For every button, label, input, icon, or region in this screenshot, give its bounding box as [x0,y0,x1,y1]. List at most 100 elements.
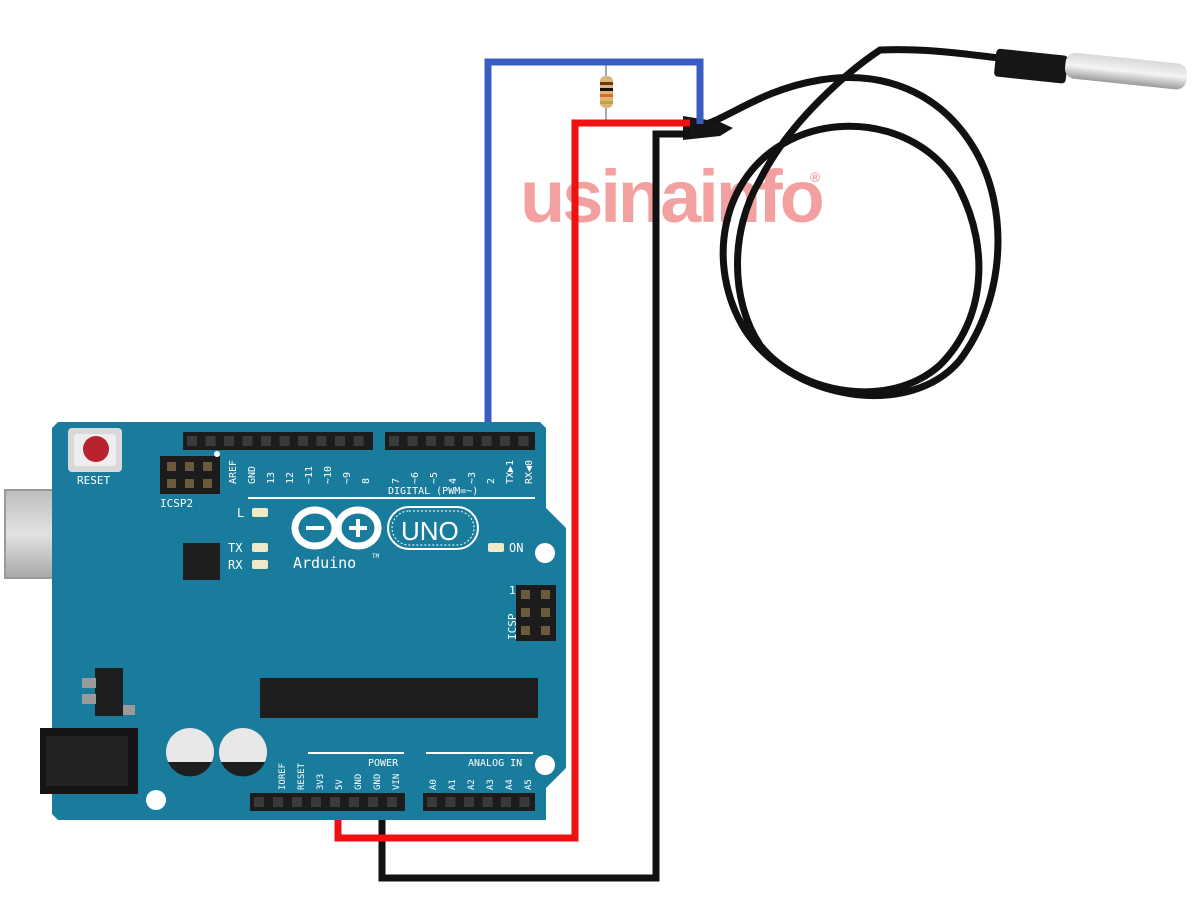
temperature-probe [683,46,1188,400]
analog-label: ANALOG IN [468,758,522,769]
header-pin [519,797,530,807]
pin-label: A2 [467,779,477,790]
header-pin [298,436,308,446]
top-pin-labels-left: AREF GND 13 12 ~11 ~10 ~9 8 [228,460,372,484]
header-pin [316,436,327,446]
header-pin [368,797,378,807]
header-pin [292,797,302,807]
led-l [252,508,268,517]
pin-label: 13 [266,472,277,484]
wires [334,58,704,882]
icsp-label: ICSP [506,613,519,640]
led-l-label: L [237,506,244,520]
header-pin [444,436,455,446]
header-pin [279,436,290,446]
usb-chip [183,543,220,580]
arduino-board [52,422,566,820]
mount-hole [146,790,166,810]
header-pin [224,436,234,446]
pin-label: A5 [524,779,534,790]
header-pin [349,797,359,807]
header-pin [205,436,216,446]
header-pin [273,797,283,807]
pin-label: RX◀0 [524,460,535,484]
header-pin [389,436,399,446]
header-pin [330,797,340,807]
probe-cable [696,46,1004,400]
pin-label: VIN [392,774,402,790]
minus-icon [306,526,324,530]
voltage-regulator [82,668,135,716]
icsp-header: 1 ICSP [506,584,556,641]
pin-label: 12 [285,472,296,484]
header-pin [481,436,492,446]
header-pin [482,797,493,807]
header-pin [518,436,529,446]
led-tx [252,543,268,552]
pin-label: AREF [228,460,239,484]
probe-steel-tip [1064,52,1188,90]
power-header [250,793,405,811]
atmega-chip [260,678,538,718]
header-pin [353,436,364,446]
header-pin [445,797,456,807]
pin-label: ~10 [323,466,334,484]
led-on [488,543,504,552]
header-pin [427,797,437,807]
leds: L TX RX ON [228,506,523,572]
header-pin [187,436,197,446]
capacitors [166,728,267,777]
pin-label: ~11 [304,466,315,484]
led-tx-label: TX [228,541,243,555]
reset-label: RESET [77,474,110,487]
header-pin [335,436,345,446]
mount-hole [535,543,555,563]
dc-power-jack [40,728,138,794]
header-pin [242,436,253,446]
digital-header-left [183,432,373,450]
header-pin [501,797,511,807]
pin-label: 5V [335,779,345,790]
pin-label: GND [247,466,258,484]
pin-label: IOREF [278,763,288,790]
pin-label: A1 [448,779,458,790]
led-rx [252,560,268,569]
pullup-resistor [600,62,613,120]
wire-ground-black [378,130,690,882]
wire-data-blue [484,58,704,440]
pin-label: 8 [361,478,372,484]
power-label: POWER [368,758,399,769]
trademark-label: TM [372,553,380,560]
pin-label: A0 [429,779,439,790]
pin-label: 3V3 [316,774,326,790]
pin-label: ~3 [467,472,478,484]
pin-label: ~5 [429,472,440,484]
led-rx-label: RX [228,558,243,572]
header-pin [426,436,436,446]
digital-header-right [385,432,535,450]
pin-label: 7 [391,478,402,484]
pin-label: TX▶1 [505,460,516,484]
watermark-text: usinainfo [520,155,823,238]
pin-label: RESET [297,762,307,790]
reset-button: RESET [68,428,122,487]
header-pin [407,436,418,446]
pin-label: ~9 [342,472,353,484]
watermark: usinainfo ® [520,155,826,238]
analog-header [423,793,535,811]
pin-label: A3 [486,779,496,790]
pin-label: ~6 [410,472,421,484]
icsp2-label: ICSP2 [160,497,193,510]
mount-hole [535,755,555,775]
pin-label: GND [373,774,383,790]
header-pin [254,797,264,807]
model-label: UNO [401,516,459,546]
digital-label: DIGITAL (PWM=~) [388,486,478,497]
pin-label: 2 [486,478,497,484]
registered-mark: ® [810,169,821,185]
arduino-logo: Arduino TM UNO [291,506,479,572]
